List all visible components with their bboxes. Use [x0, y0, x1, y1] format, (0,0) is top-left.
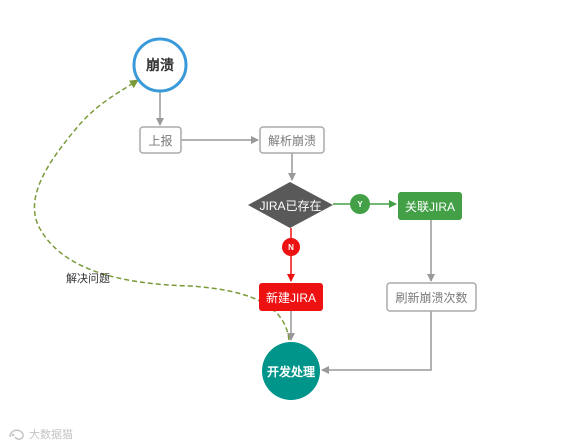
exists-decision	[248, 182, 333, 228]
watermark: 大数据猫	[8, 426, 73, 442]
edge-refresh-to-develop	[321, 311, 432, 374]
logo-icon	[9, 429, 24, 440]
start-node	[132, 37, 188, 93]
edge-resolve-loop	[33, 79, 290, 341]
create-node	[259, 283, 323, 311]
watermark-text: 大数据猫	[29, 429, 73, 441]
refresh-node	[386, 282, 477, 312]
develop-node	[262, 342, 320, 400]
report-node	[139, 126, 182, 154]
parse-node	[259, 126, 325, 154]
associate-node	[398, 192, 462, 220]
yes-badge	[350, 194, 370, 214]
no-badge	[282, 238, 300, 256]
